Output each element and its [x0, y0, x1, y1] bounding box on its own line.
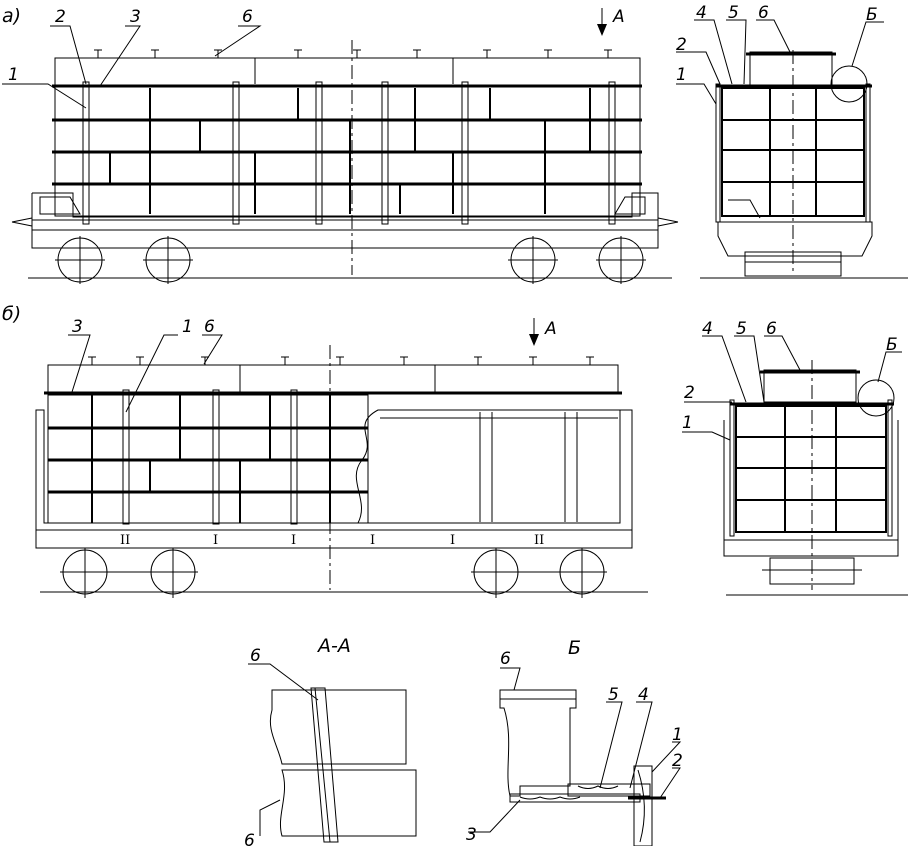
load-packages	[44, 364, 622, 524]
callout-6: 6	[204, 317, 215, 337]
view-b-label: б)	[2, 303, 21, 325]
callout-2: 2	[676, 35, 687, 55]
callout-5: 5	[736, 319, 747, 339]
callout-1: 1	[676, 65, 687, 85]
wheelsets	[60, 548, 607, 598]
callout-6: 6	[758, 3, 769, 23]
roman-marker: II	[534, 533, 544, 548]
section-b-detail: Б 6 5 4 1 2 3	[466, 637, 683, 846]
detail-b-label: Б	[886, 335, 898, 355]
detail-b-circle	[830, 65, 868, 103]
callout-1: 1	[682, 413, 693, 433]
callout-5: 5	[608, 685, 619, 705]
callout-1: 1	[8, 65, 19, 85]
view-a-label: а)	[2, 5, 21, 27]
gondola-body	[35, 409, 633, 549]
view-b-side: б)	[2, 303, 648, 598]
view-b-leaders	[68, 318, 539, 413]
view-b-end: 1 2 4 5 6 Б	[682, 319, 908, 596]
callout-5: 5	[728, 3, 739, 23]
stakes	[122, 389, 298, 525]
roman-marker: II	[120, 533, 130, 548]
callout-2: 2	[672, 751, 683, 771]
callout-6: 6	[242, 7, 253, 27]
roman-marker: I	[213, 533, 218, 548]
callout-1: 1	[672, 725, 683, 745]
callout-1: 1	[182, 317, 193, 337]
stakes	[82, 81, 616, 225]
detail-b-leaders	[468, 667, 682, 833]
arrow-a-label: А	[612, 7, 625, 27]
detail-b-label: Б	[866, 5, 878, 25]
callout-6: 6	[500, 649, 511, 669]
roman-marker: I	[450, 533, 455, 548]
gondola-end-wall	[723, 420, 899, 557]
callout-2: 2	[684, 383, 695, 403]
callout-4: 4	[696, 3, 707, 23]
callout-6: 6	[244, 831, 255, 846]
wheelsets	[55, 236, 646, 284]
platform	[11, 192, 679, 249]
top-package	[763, 369, 857, 403]
callout-2: 2	[55, 7, 66, 27]
view-a-leaders	[2, 8, 607, 109]
platform-end	[717, 221, 873, 257]
bogie	[744, 251, 842, 277]
roman-marker: I	[291, 533, 296, 548]
callout-6: 6	[250, 646, 261, 666]
callout-4: 4	[702, 319, 713, 339]
callout-6: 6	[766, 319, 777, 339]
callout-3: 3	[466, 825, 477, 845]
view-b-end-leaders	[682, 335, 902, 441]
top-package	[749, 51, 833, 87]
view-a-side: а)	[2, 5, 679, 284]
load-packages	[52, 57, 642, 217]
callout-3: 3	[130, 7, 141, 27]
arrow-a-label: А	[544, 319, 557, 339]
roman-marker: I	[370, 533, 375, 548]
section-aa: А-А 6 6	[244, 635, 417, 846]
end-load	[721, 87, 865, 217]
callout-3: 3	[72, 317, 83, 337]
view-a-end: 1 2 4 5 6 Б	[676, 3, 908, 279]
detail-b-circle	[857, 379, 895, 417]
bogie	[769, 557, 855, 585]
view-a-end-leaders	[676, 19, 884, 105]
section-aa-title: А-А	[316, 635, 351, 657]
top-ties	[94, 49, 612, 58]
detail-b-title: Б	[568, 637, 581, 659]
top-ties	[88, 356, 594, 365]
callout-4: 4	[638, 685, 649, 705]
